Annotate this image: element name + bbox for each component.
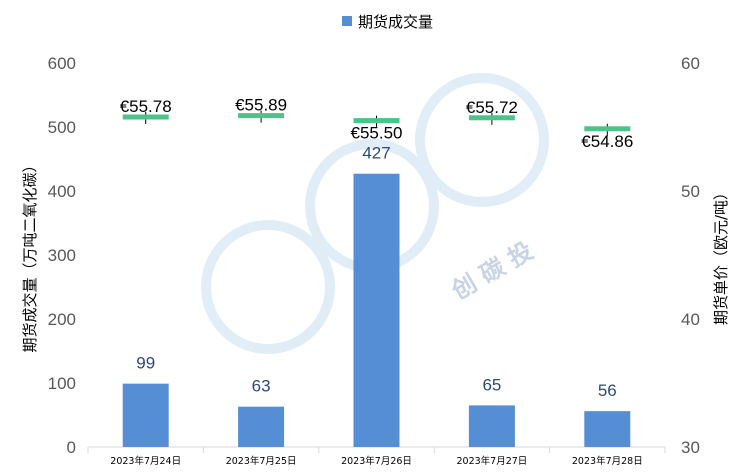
candle-body (584, 126, 631, 132)
right-axis-title: 期货单价（欧元/吨） (712, 185, 730, 325)
legend-label: 期货成交量 (358, 13, 433, 31)
price-data-label: €55.78 (120, 97, 172, 116)
left-tick-label: 300 (48, 246, 76, 265)
left-axis-title: 期货成交量（万吨二氧化碳） (21, 157, 39, 352)
bar (468, 405, 515, 447)
bar-data-label: 99 (136, 354, 155, 373)
candle-body (468, 115, 515, 121)
bar (122, 383, 169, 447)
left-tick-label: 0 (67, 438, 76, 457)
left-tick-label: 500 (48, 118, 76, 137)
price-data-label: €54.86 (581, 132, 633, 151)
bar (238, 406, 285, 447)
legend-swatch (342, 16, 352, 26)
bar-data-label: 63 (252, 377, 271, 396)
candle-body (238, 113, 285, 119)
bar (584, 411, 631, 447)
right-tick-label: 60 (681, 54, 700, 73)
left-tick-label: 400 (48, 182, 76, 201)
right-tick-label: 50 (681, 182, 700, 201)
left-axis-ticks: 0 100 200 300 400 500 600 (48, 54, 76, 457)
bar-data-label: 56 (598, 381, 617, 400)
right-tick-label: 40 (681, 310, 700, 329)
left-tick-label: 200 (48, 310, 76, 329)
candle-body (122, 114, 169, 120)
legend: 期货成交量 (342, 13, 433, 31)
x-tick-label: 2023年7月26日 (341, 455, 412, 467)
bar (353, 173, 400, 447)
candle-body (353, 118, 400, 124)
x-axis-ticks: 2023年7月24日 2023年7月25日 2023年7月26日 2023年7月27日… (87, 447, 666, 467)
right-tick-label: 30 (681, 438, 700, 457)
watermark-chinese-text: 创 碳 投 (446, 237, 538, 306)
right-axis-ticks: 30 40 50 60 (681, 54, 700, 457)
x-tick-label: 2023年7月27日 (456, 455, 527, 467)
x-tick-label: 2023年7月28日 (572, 455, 643, 467)
price-data-label: €55.89 (235, 96, 287, 115)
bar-data-label: 65 (482, 375, 501, 394)
left-tick-label: 600 (48, 54, 76, 73)
bar-data-label: 427 (362, 144, 390, 163)
price-data-label: €55.50 (351, 124, 403, 143)
price-candles: €55.78 €55.89 €55.50 €55.72 €54.86 (120, 96, 634, 151)
bars: 99 63 427 65 56 (122, 144, 631, 447)
price-data-label: €55.72 (466, 98, 518, 117)
x-tick-label: 2023年7月24日 (110, 455, 181, 467)
left-tick-label: 100 (48, 374, 76, 393)
x-tick-label: 2023年7月25日 (226, 455, 297, 467)
